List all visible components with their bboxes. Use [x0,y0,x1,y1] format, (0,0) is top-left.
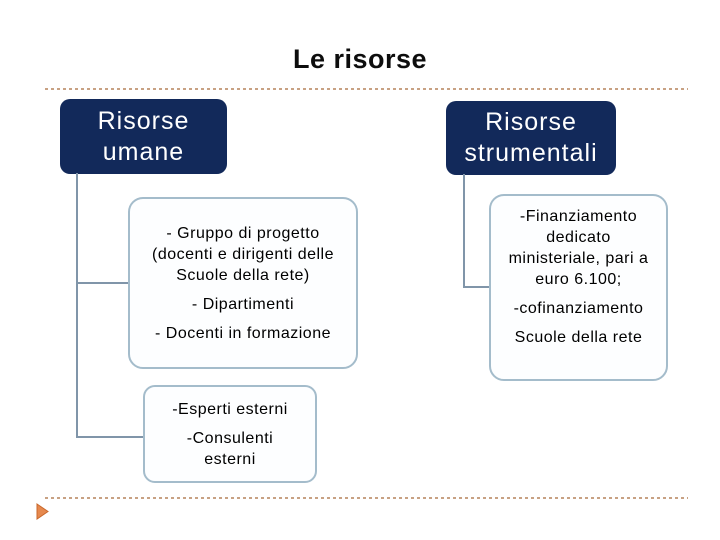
box-b-paragraph-2: -Consulenti esterni [186,429,274,468]
header-label-risorse-umane: Risorse umane [97,106,190,166]
slide-title: Le risorse [292,44,428,74]
top-divider [45,88,688,90]
box-a-paragraph-3: - Docenti in formazione [154,324,331,342]
connector-left-to-box1 [76,282,130,284]
child-box-gruppo-di-progetto: - Gruppo di progetto (docenti e dirigent… [128,197,358,369]
box-c-paragraph-3: Scuole della rete [514,329,643,346]
connector-right-to-box1 [463,286,492,288]
box-a-paragraph-1: - Gruppo di progetto (docenti e dirigent… [152,224,334,284]
header-box-risorse-strumentali: Risorse strumentali [446,101,616,175]
box-a-paragraph-2: - Dipartimenti [191,295,295,313]
child-box-esperti-esterni: -Esperti esterni -Consulenti esterni [143,385,317,483]
header-box-risorse-umane: Risorse umane [60,99,227,174]
connector-left-to-box2 [76,436,145,438]
bottom-divider [45,497,688,499]
box-b-paragraph-1: -Esperti esterni [172,400,288,418]
child-box-finanziamento: -Finanziamento dedicato ministeriale, pa… [489,194,668,381]
box-c-paragraph-2: -cofinanziamento [513,300,644,317]
header-label-risorse-strumentali: Risorse strumentali [464,108,598,167]
connector-left-vertical [76,173,78,438]
box-c-paragraph-1: -Finanziamento dedicato ministeriale, pa… [508,208,649,288]
connector-right-vertical [463,174,465,288]
triangle-right-icon [36,503,49,520]
